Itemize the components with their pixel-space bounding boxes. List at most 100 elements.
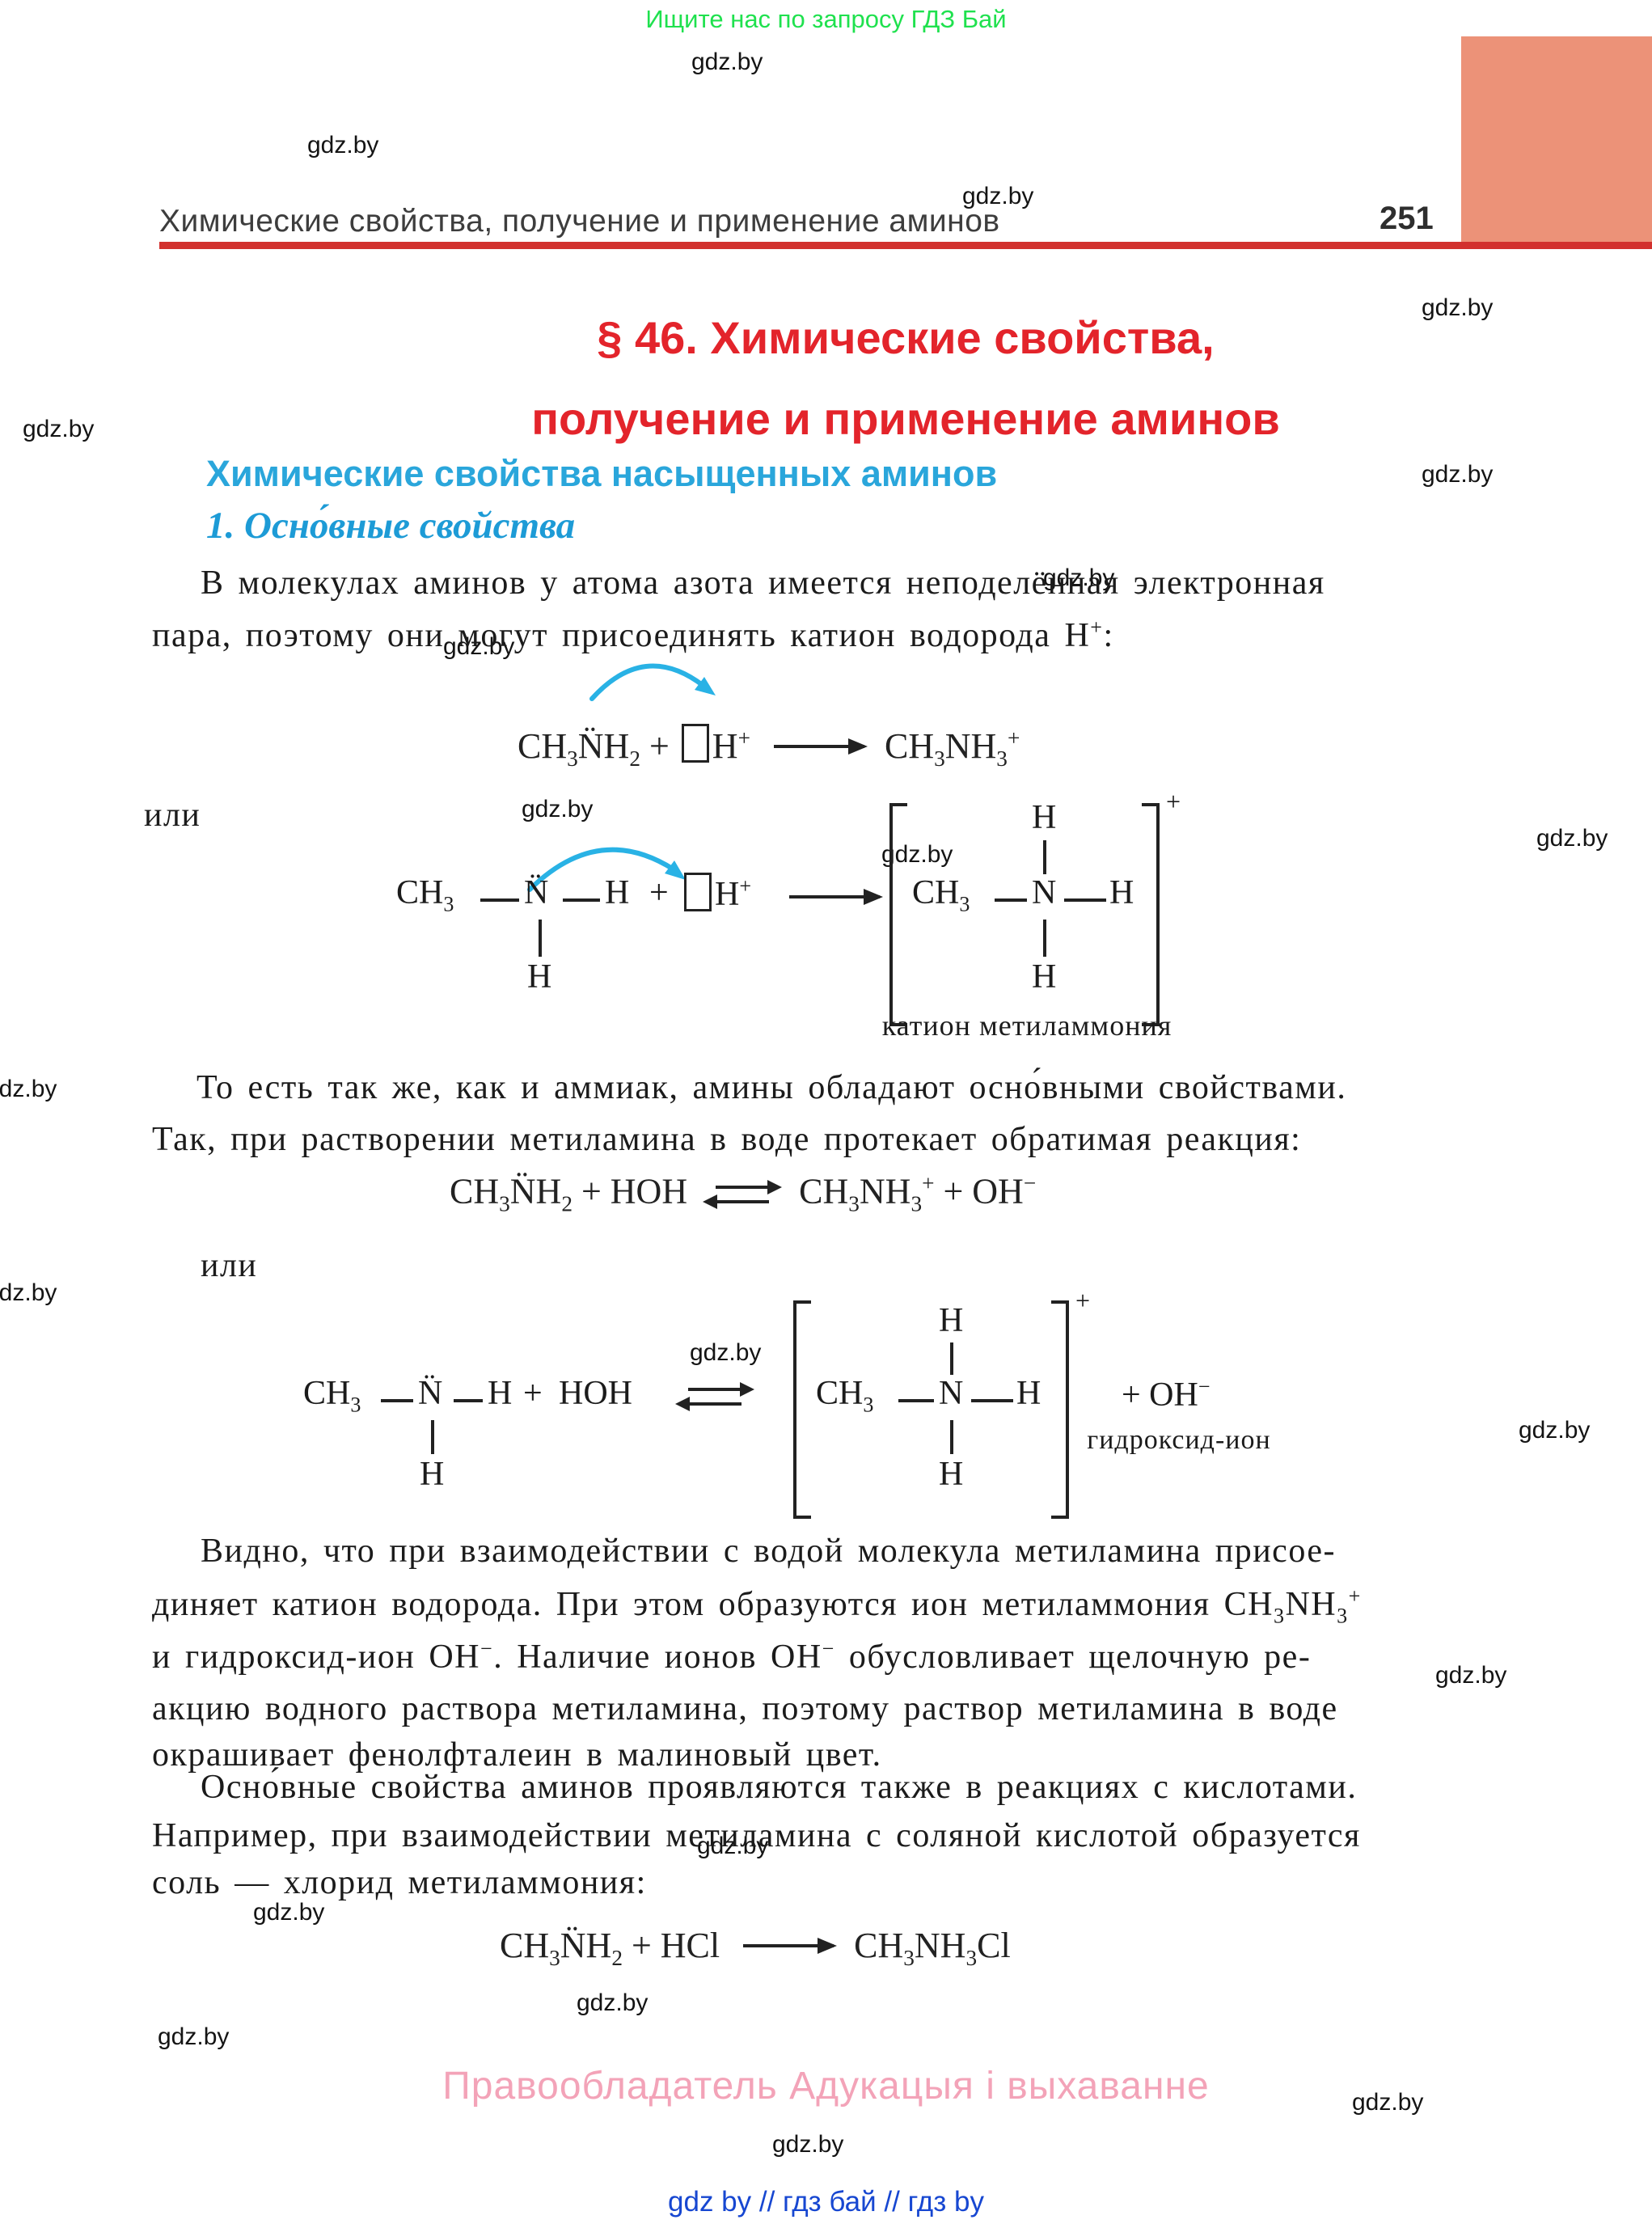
empty-orbital-box [684,873,712,911]
atom-h-above: H [939,1302,964,1339]
watermark: gdz.by [1536,825,1608,852]
atom-h: H [488,1375,513,1412]
atom-ch3: CH3 [396,874,454,916]
bond [454,1399,483,1402]
para3-line2: диняет катион водорода. При этом образую… [152,1584,1362,1628]
watermark: gdz.by [1422,461,1494,488]
or-word-1: или [144,797,201,834]
atom-n: N [1032,874,1057,911]
watermark: gdz.by [697,1833,769,1859]
atom-ch3: CH3 [816,1375,874,1417]
watermark: gdz.by [307,132,379,159]
bond [898,1399,934,1402]
para3-line3: и гидроксид-ион ОН−. Наличие ионов ОН− о… [152,1637,1312,1676]
molecule-hoh: HOH [559,1375,632,1412]
para3-line4: акцию водного раствора метиламина, поэто… [152,1690,1338,1727]
para4-line1: Осно́вные свойства аминов проявляются та… [201,1769,1358,1806]
atom-h-below: H [939,1456,964,1493]
bond [950,1342,953,1375]
equation-water-equilibrium: CH3N̈H2 + HOH CH3NH3+ + OH− [450,1171,1037,1216]
para1-line1: В молекулах аминов у атома азота имеется… [201,564,1325,602]
watermark: gdz.by [690,1339,762,1366]
plus-hydroxide: + OH− [1122,1375,1210,1414]
corner-panel [1461,36,1652,242]
atom-ch3: CH3 [912,874,970,916]
electron-pair-arrow-1 [589,663,716,701]
bond [1064,898,1106,902]
footer-links[interactable]: gdz by // гдз бай // гдз by [668,2186,984,2218]
watermark: gdz.by [1422,294,1494,321]
watermark: gdz.by [577,1989,649,2016]
para2-line2: Так, при растворении метиламина в воде п… [152,1121,1302,1158]
watermark: gdz.by [1519,1417,1591,1444]
page-number: 251 [1379,201,1434,236]
bond [1043,920,1046,957]
watermark: gdz.by [881,841,953,868]
bond [563,898,600,902]
atom-ch3: CH3 [303,1375,361,1417]
bracket-right [1142,803,1160,1026]
cation-charge: + [1075,1286,1091,1315]
electron-pair-arrow-2 [527,847,686,892]
copyright-note: Правообладатель Адукацыя і выхаванне [442,2065,1210,2108]
bond [480,898,519,902]
bond [1043,840,1046,874]
structural-formula-hydroxide: CH3 N̈ H + HOH H CH3 N H H H + + OH− гид… [303,1286,1322,1528]
bond [950,1420,953,1454]
para2-line1: То есть так же, как и аммиак, амины обла… [196,1069,1347,1106]
atom-h-above: H [1032,799,1057,836]
atom-h-plus: H+ [715,874,752,913]
watermark: gdz.by [158,2023,230,2050]
atom-h-below: H [1032,958,1057,996]
watermark: gdz.by [1043,564,1115,591]
promo-note: Ищите нас по запросу ГДЗ Бай [645,5,1007,33]
item-heading: 1. Осно́вные свойства [206,505,576,547]
watermark: gdz.by [443,633,515,660]
atom-h: H [1109,874,1134,911]
bond [431,1420,434,1454]
structural-formula-cation: CH3 N̈ H + H+ H CH3 N H H H + катион мет… [396,789,1213,1059]
reaction-arrow [789,889,883,905]
watermark: gdz.by [253,1899,325,1926]
watermark: gdz.by [0,1279,57,1306]
bracket-right [1051,1300,1069,1519]
or-word-2: или [201,1247,258,1284]
hydroxide-label: гидроксид-ион [1087,1425,1271,1455]
header-rule [159,242,1652,249]
para3-line5: окрашивает фенолфталеин в малиновый цвет… [152,1736,882,1774]
atom-h: H [1016,1375,1041,1412]
plus-sign: + [649,874,669,911]
watermark: gdz.by [0,1076,57,1102]
cation-charge: + [1166,787,1181,816]
atom-n: N [939,1375,964,1412]
bracket-left [793,1300,811,1519]
watermark: gdz.by [772,2131,844,2158]
section-title-line2: получение и применение аминов [531,393,1280,444]
para4-line3: соль — хлорид метиламмония: [152,1864,647,1901]
equation-hcl: CH3N̈H2 + HCl CH3NH3Cl [500,1926,1011,1970]
section-title: § 46. Химические свойства, получение и п… [162,298,1650,459]
atom-h-below: H [420,1456,445,1493]
atom-n-lone-pair: N̈ [524,874,549,911]
section-title-line1: § 46. Химические свойства, [597,312,1215,363]
atom-h: H [605,874,630,911]
watermark: gdz.by [962,183,1034,209]
para4-line2: Например, при взаимодействии метиламина … [152,1817,1361,1854]
watermark: gdz.by [23,416,95,442]
running-head: Химические свойства, получение и примене… [159,204,1000,239]
equation-protonation: CH3N̈H2 + H+ CH3NH3+ [518,724,1020,771]
plus-sign: + [523,1375,543,1412]
bond [971,1399,1013,1402]
bracket-left [889,803,907,1026]
cation-label: катион метиламмония [881,1009,1172,1042]
atom-n-lone-pair: N̈ [418,1375,443,1412]
para3-line1: Видно, что при взаимодействии с водой мо… [201,1533,1336,1570]
para1-line2: пара, поэтому они могут присоединять кат… [152,615,1114,654]
watermark: gdz.by [1435,1662,1507,1689]
watermark: gdz.by [522,796,594,822]
bond [995,898,1027,902]
subheading: Химические свойства насыщенных аминов [206,453,998,494]
bond [381,1399,413,1402]
watermark: gdz.by [1352,2089,1424,2116]
